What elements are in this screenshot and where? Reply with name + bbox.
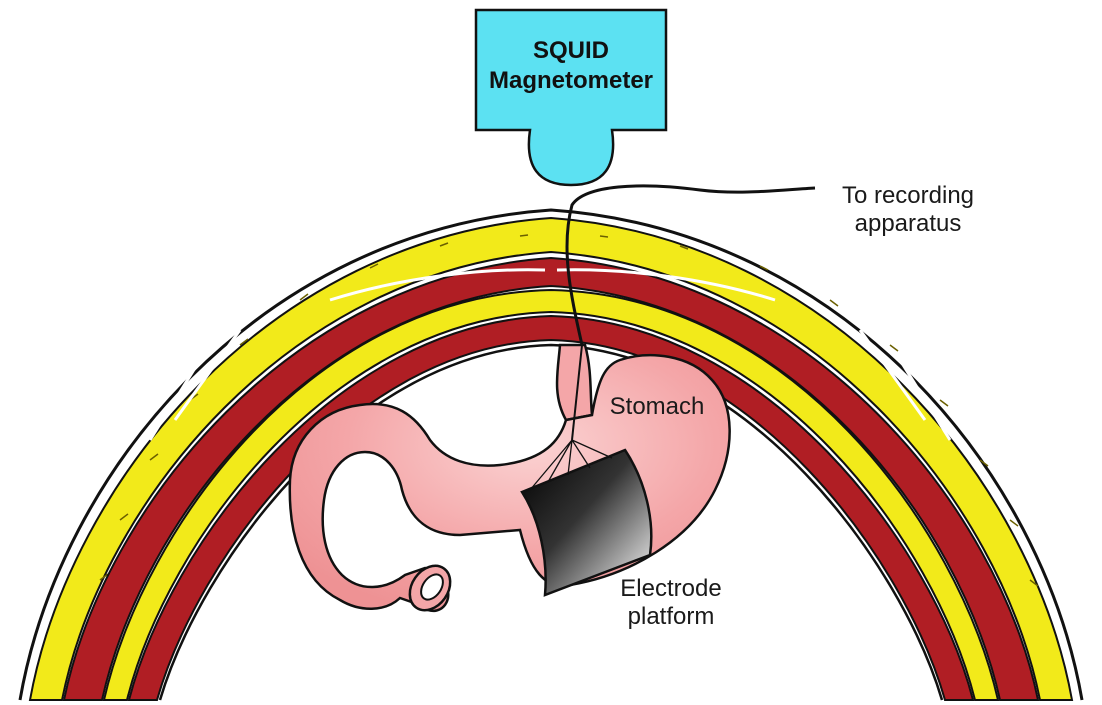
squid-label-line1: SQUID: [476, 36, 666, 66]
stomach-label: Stomach: [592, 393, 722, 421]
electrode-label-line1: Electrode: [606, 575, 736, 603]
recording-apparatus-label: To recording apparatus: [818, 182, 998, 238]
recording-label-line1: To recording: [818, 182, 998, 210]
electrode-platform-label: Electrode platform: [606, 575, 736, 631]
electrode-label-line2: platform: [606, 603, 736, 631]
squid-magnetometer-label: SQUID Magnetometer: [476, 36, 666, 96]
recording-label-line2: apparatus: [818, 210, 998, 238]
squid-label-line2: Magnetometer: [476, 66, 666, 96]
